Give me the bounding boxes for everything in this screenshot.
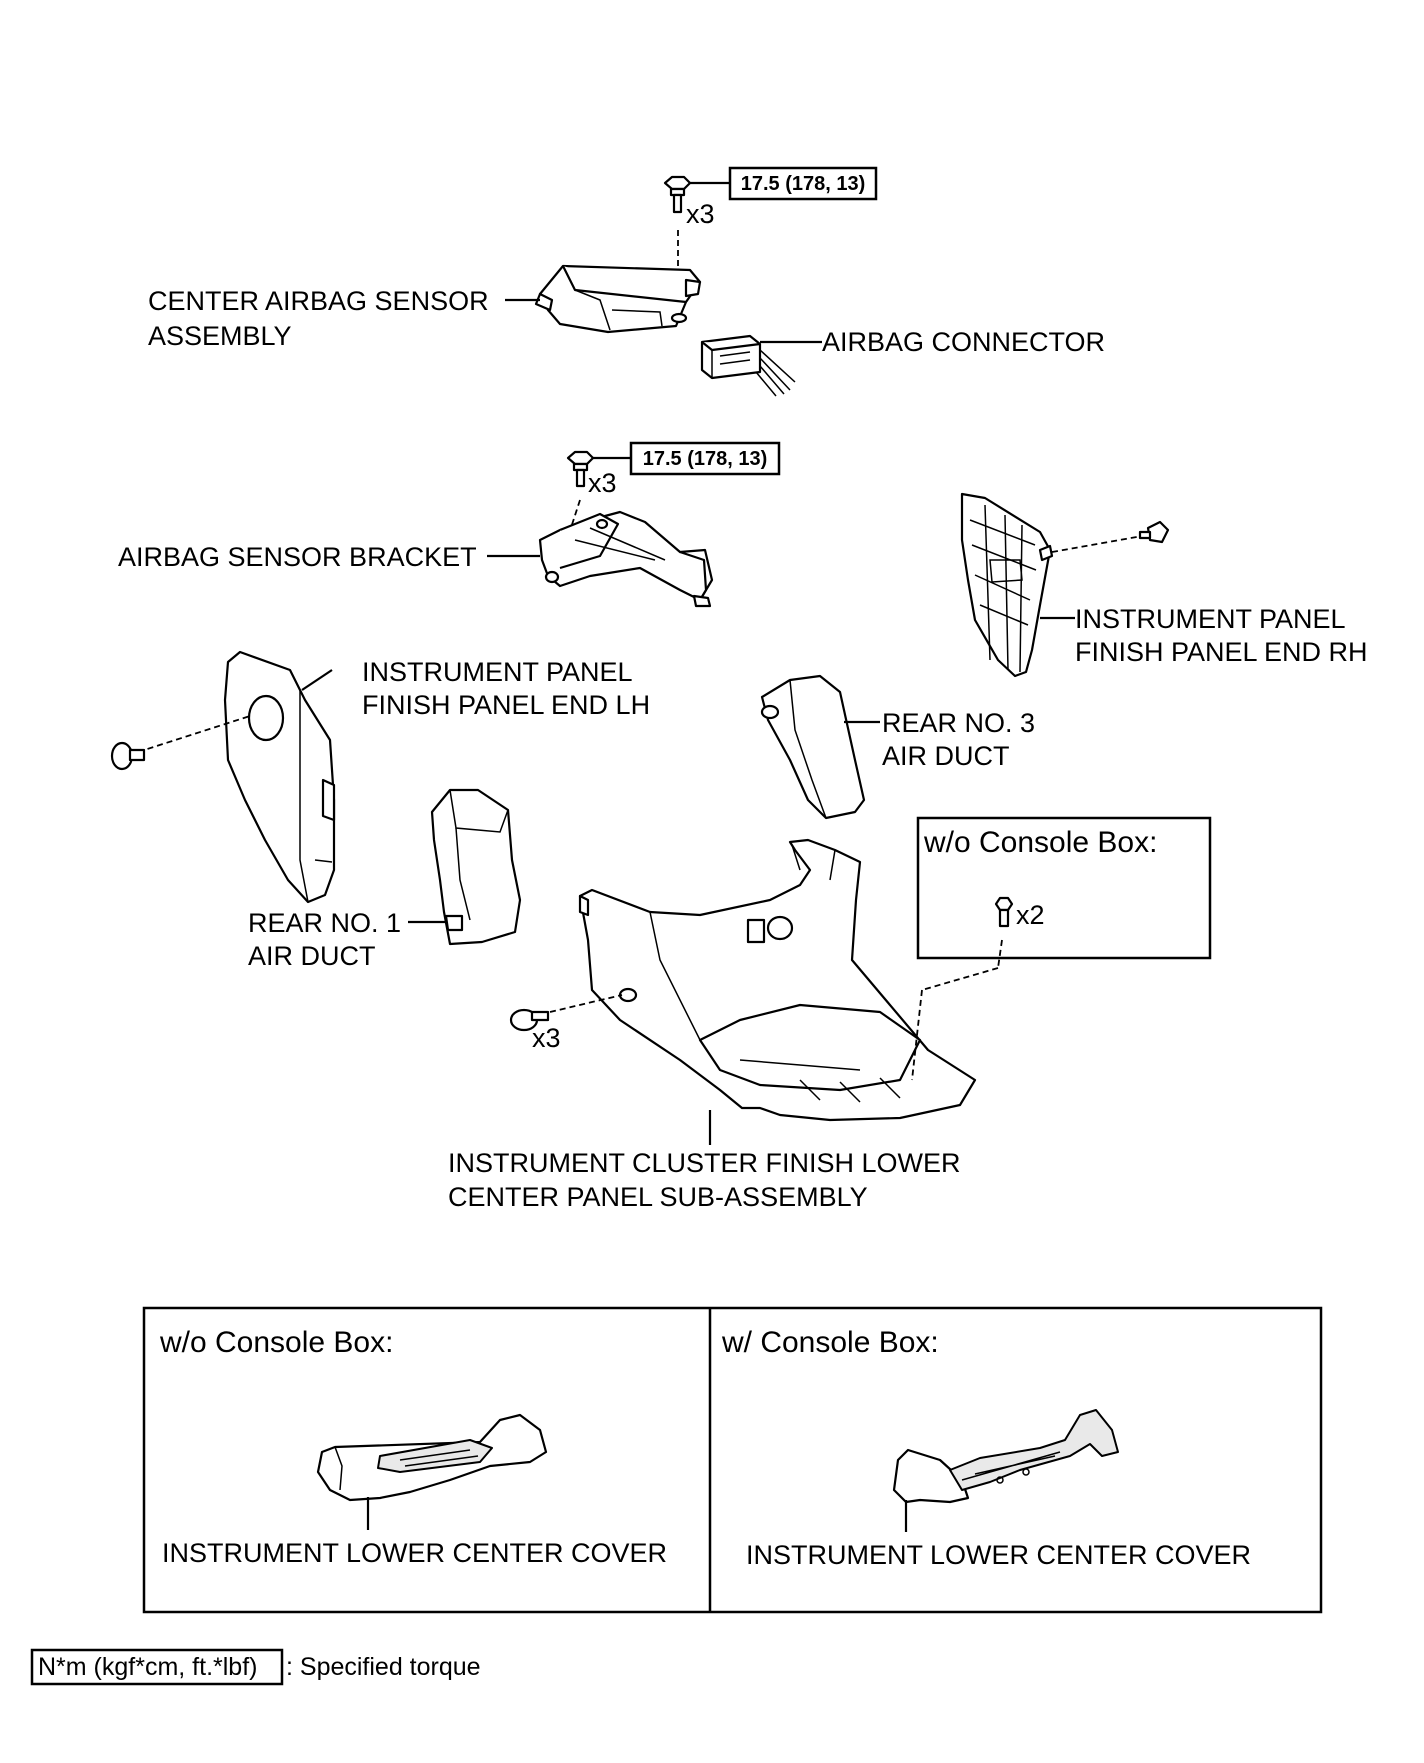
- rear-no1-label-2: AIR DUCT: [248, 941, 376, 971]
- panel-end-lh-label-2: FINISH PANEL END LH: [362, 690, 650, 720]
- panel-end-rh-drawing: [960, 492, 1054, 678]
- bracket-bolt-qty: x3: [588, 468, 617, 498]
- panel-end-lh-label-1: INSTRUMENT PANEL: [362, 657, 633, 687]
- panel-end-rh-label-1: INSTRUMENT PANEL: [1075, 604, 1346, 634]
- cluster-lower-label-1: INSTRUMENT CLUSTER FINISH LOWER: [448, 1148, 961, 1178]
- rear-no1-label-1: REAR NO. 1: [248, 908, 401, 938]
- wo-console-inset-title: w/o Console Box:: [923, 826, 1157, 859]
- rear-no3-label-2: AIR DUCT: [882, 741, 1010, 771]
- torque-legend: N*m (kgf*cm, ft.*lbf) : Specified torque: [30, 1648, 481, 1686]
- rear-no3-air-duct-drawing: [760, 674, 866, 820]
- airbag-sensor-bracket-label: AIRBAG SENSOR BRACKET: [118, 542, 477, 572]
- lower-clip-qty: x3: [532, 1023, 561, 1053]
- left-panel-title: w/o Console Box:: [159, 1326, 393, 1359]
- panel-end-rh-label-2: FINISH PANEL END RH: [1075, 637, 1368, 667]
- wo-console-inset: w/o Console Box: x2: [916, 816, 1212, 960]
- torque-box-top: 17.5 (178, 13): [728, 166, 878, 201]
- airbag-connector-drawing: [700, 334, 796, 397]
- center-airbag-sensor-label-2: ASSEMBLY: [148, 321, 292, 351]
- rear-no3-label-1: REAR NO. 3: [882, 708, 1035, 738]
- lower-center-cover-w-console-drawing: [892, 1409, 1119, 1504]
- airbag-connector-label: AIRBAG CONNECTOR: [822, 327, 1105, 357]
- airbag-sensor-bracket-drawing: [538, 510, 714, 608]
- center-airbag-sensor-label-1: CENTER AIRBAG SENSOR: [148, 286, 489, 316]
- console-screw-icon: [994, 896, 1014, 928]
- panel-end-lh-drawing: [223, 650, 336, 904]
- left-panel-part-label: INSTRUMENT LOWER CENTER COVER: [162, 1538, 667, 1568]
- right-panel-part-label: INSTRUMENT LOWER CENTER COVER: [746, 1540, 1251, 1570]
- sensor-bolt-qty: x3: [686, 199, 715, 229]
- lower-center-panel-drawing: [578, 838, 977, 1122]
- lower-center-cover-wo-console-drawing: [316, 1413, 548, 1502]
- lower-clip-icon: [509, 1008, 550, 1032]
- torque-box-bracket: 17.5 (178, 13): [629, 441, 781, 476]
- rh-clip-icon: [1138, 520, 1170, 544]
- right-panel-title: w/ Console Box:: [721, 1326, 939, 1359]
- cluster-lower-label-2: CENTER PANEL SUB-ASSEMBLY: [448, 1182, 868, 1212]
- torque-value-bracket: 17.5 (178, 13): [643, 448, 768, 470]
- legend-text: : Specified torque: [286, 1653, 481, 1681]
- lh-clip-icon: [110, 741, 146, 771]
- bottom-variant-panels: [142, 1306, 1323, 1614]
- console-screw-qty: x2: [1016, 900, 1045, 930]
- torque-value-top: 17.5 (178, 13): [741, 173, 866, 195]
- center-airbag-sensor-drawing: [534, 264, 702, 334]
- rear-no1-air-duct-drawing: [430, 788, 522, 946]
- legend-unit-box: N*m (kgf*cm, ft.*lbf): [38, 1653, 257, 1681]
